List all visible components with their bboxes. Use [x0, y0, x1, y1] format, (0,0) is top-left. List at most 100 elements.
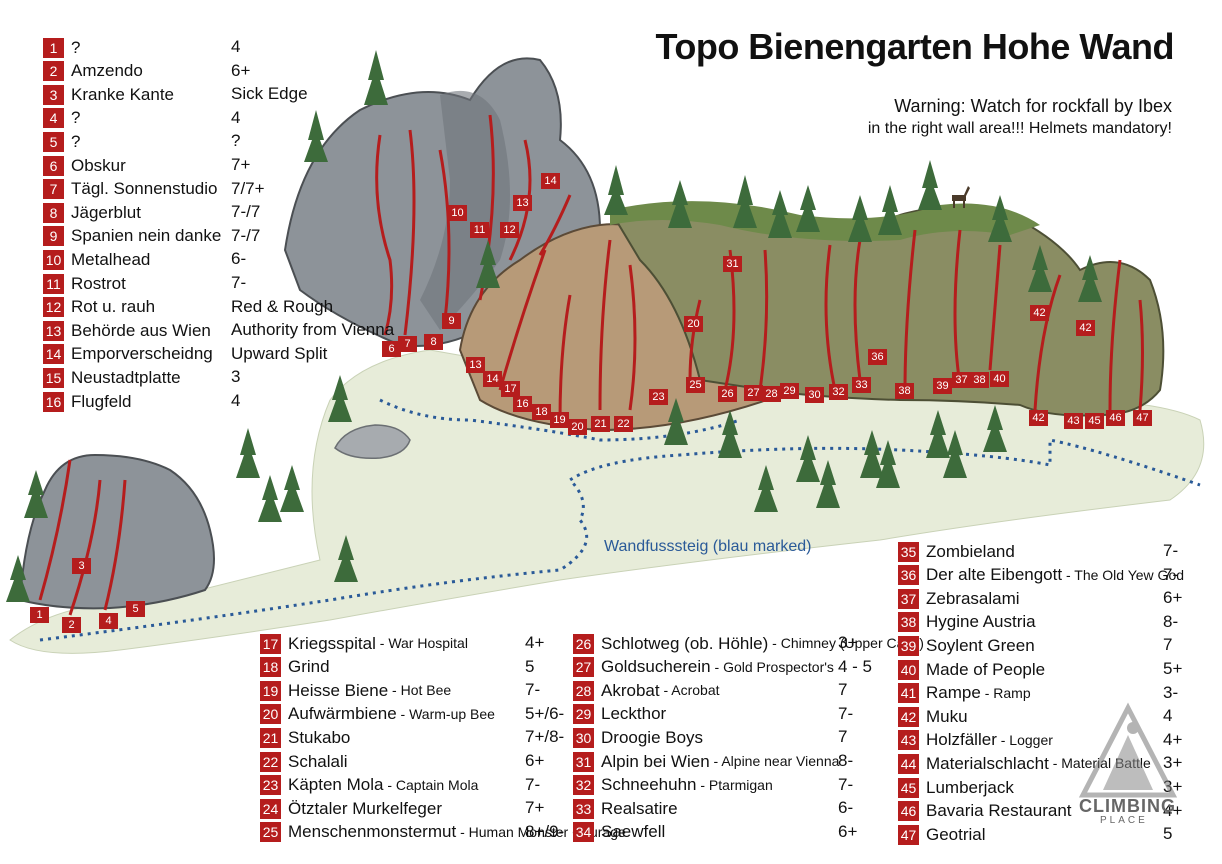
legend-row: 19 Heisse Biene - Hot Bee 7-	[260, 679, 540, 701]
route-marker: 38	[895, 383, 914, 399]
route-number-badge: 41	[898, 683, 919, 704]
route-number-badge: 18	[260, 657, 281, 678]
route-translation: - Ramp	[980, 684, 1031, 701]
route-marker: 16	[513, 396, 532, 412]
route-number-badge: 42	[898, 706, 919, 727]
route-number-badge: 38	[898, 612, 919, 633]
route-number-badge: 37	[898, 588, 919, 609]
route-marker: 42	[1029, 410, 1048, 426]
route-translation: - Hot Bee	[388, 682, 452, 699]
route-number-badge: 15	[43, 367, 64, 388]
route-marker: 8	[424, 334, 443, 350]
route-grade: 6-	[231, 249, 247, 269]
route-number-badge: 19	[260, 680, 281, 701]
route-grade: 7+	[525, 798, 545, 818]
route-grade: 6+	[525, 751, 545, 770]
route-name: Zebrasalami	[926, 588, 1020, 608]
route-name: Rampe	[926, 683, 981, 703]
warning-line-2: in the right wall area!!! Helmets mandat…	[867, 120, 1172, 137]
route-translation: - Alpine near Vienna	[709, 753, 840, 769]
route-name: ?	[71, 131, 81, 151]
route-marker: 21	[591, 416, 610, 432]
route-number-badge: 24	[260, 798, 281, 819]
route-number-badge: 6	[43, 155, 64, 176]
route-grade: 6+	[231, 60, 251, 80]
route-marker: 32	[829, 384, 848, 400]
route-marker: 7	[398, 336, 417, 352]
route-number-badge: 32	[573, 775, 594, 796]
route-number-badge: 9	[43, 226, 64, 247]
route-grade: 7-	[838, 774, 854, 794]
route-grade: 7+	[231, 155, 251, 174]
route-grade: 7	[838, 680, 848, 700]
route-name: Kriegsspital	[288, 633, 376, 653]
route-name: Soylent Green	[926, 635, 1035, 655]
route-grade: 7	[1163, 635, 1173, 655]
route-marker: 17	[501, 381, 520, 397]
route-marker: 20	[684, 316, 703, 332]
route-name: Hygine Austria	[926, 612, 1036, 632]
route-marker: 43	[1064, 413, 1083, 429]
route-name: ?	[71, 108, 81, 128]
route-number-badge: 22	[260, 751, 281, 772]
route-marker: 31	[723, 256, 742, 272]
trail-path	[39, 438, 1201, 642]
route-name: Rot u. rauh	[71, 297, 156, 317]
route-name: Stukabo	[288, 727, 351, 747]
route-grade: 4	[1163, 706, 1173, 726]
route-marker: 13	[513, 195, 532, 211]
route-lines	[38, 114, 1144, 616]
route-number-badge: 46	[898, 801, 919, 822]
route-grade: 7-	[525, 680, 541, 700]
route-name: Realsatire	[601, 798, 678, 818]
route-name: Der alte Eibengott	[926, 565, 1063, 585]
route-marker: 13	[466, 357, 485, 373]
route-marker: 26	[718, 386, 737, 402]
route-marker: 29	[780, 383, 799, 399]
route-grade: 4+	[1163, 729, 1183, 749]
route-number-badge: 36	[898, 565, 919, 586]
route-name: Droogie Boys	[601, 727, 704, 747]
route-grade: Sick Edge	[231, 84, 308, 104]
logo-text: CLIMBING	[1079, 796, 1176, 816]
route-name: Aufwärmbiene	[288, 704, 397, 724]
route-marker: 28	[762, 386, 781, 402]
route-grade: Authority from Vienna	[231, 320, 395, 340]
route-name: Käpten Mola	[288, 775, 384, 795]
route-marker: 1	[30, 607, 49, 623]
route-number-badge: 7	[43, 179, 64, 200]
route-grade: 7-/7	[231, 225, 261, 245]
route-number-badge: 11	[43, 273, 64, 294]
route-name: Jägerblut	[71, 202, 141, 222]
route-grade: 7-	[1163, 564, 1179, 584]
route-translation: - Warm-up Bee	[396, 705, 495, 722]
route-marker: 9	[442, 313, 461, 329]
route-number-badge: 40	[898, 659, 919, 680]
route-marker: 4	[99, 613, 118, 629]
route-translation: - Ptarmigan	[696, 776, 773, 793]
route-marker: 39	[933, 378, 952, 394]
route-grade: 7-	[525, 774, 541, 794]
route-name: Heisse Biene	[288, 680, 389, 700]
route-translation: - Gold Prospector's	[710, 658, 834, 675]
route-grade: 8-	[1163, 611, 1179, 631]
route-name: Akrobat	[601, 680, 660, 700]
route-number-badge: 28	[573, 680, 594, 701]
route-name: Goldsucherein	[601, 657, 711, 677]
